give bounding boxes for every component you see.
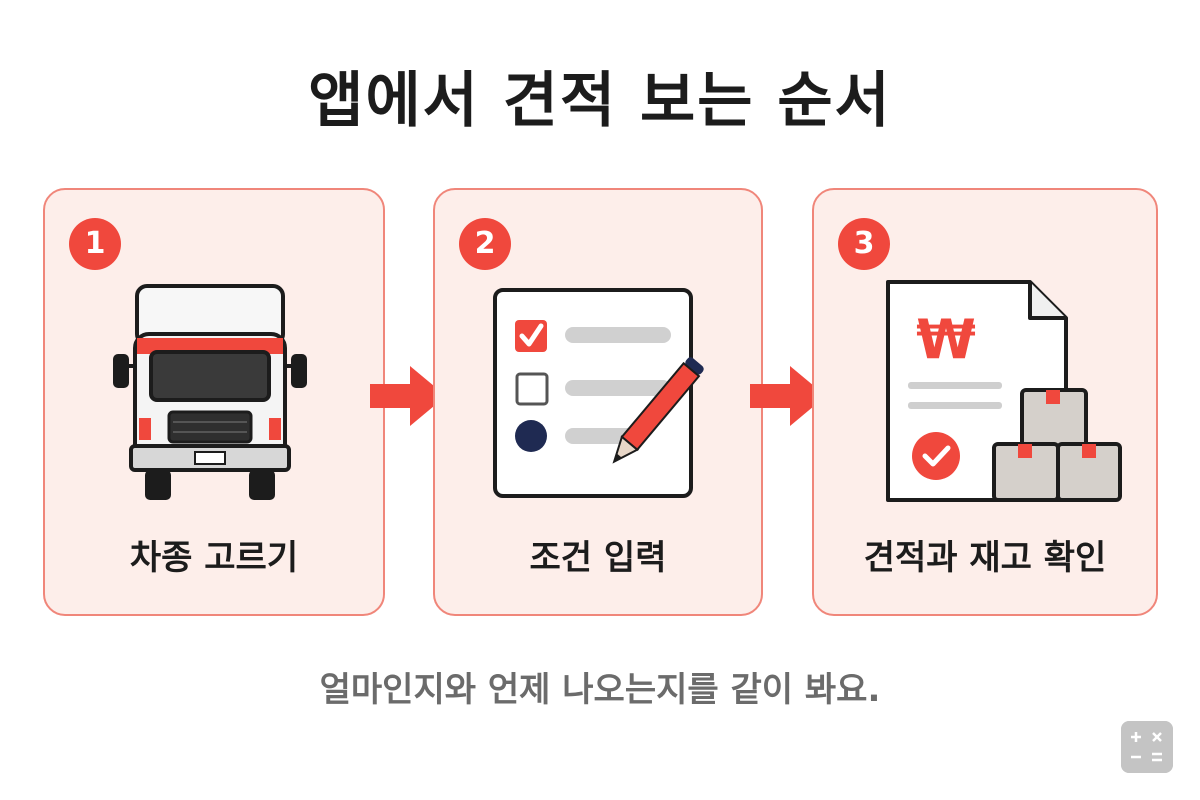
arrow-right-icon [370,366,446,426]
truck-icon [113,284,307,500]
arrow-right-icon [750,366,826,426]
quote-document-icon: ₩ [886,280,1122,502]
step-card-1: 1 차종 고르기 [43,188,385,616]
calculator-icon [1121,721,1173,773]
step-label: 차종 고르기 [129,538,299,578]
step-card-2: 2 조건 입력 [433,188,763,616]
won-symbol: ₩ [916,308,976,371]
step-label: 조건 입력 [529,538,667,578]
page-title: 앱에서 견적 보는 순서 [308,66,892,136]
caption: 얼마인지와 언제 나오는지를 같이 봐요. [319,670,881,710]
step-number-badge: 3 [838,218,890,270]
step-label: 견적과 재고 확인 [863,538,1107,578]
checklist-icon [493,288,704,498]
step-number-badge: 2 [459,218,511,270]
step-number-badge: 1 [69,218,121,270]
step-card-3: 3 ₩ 견적과 재고 확인 [812,188,1158,616]
